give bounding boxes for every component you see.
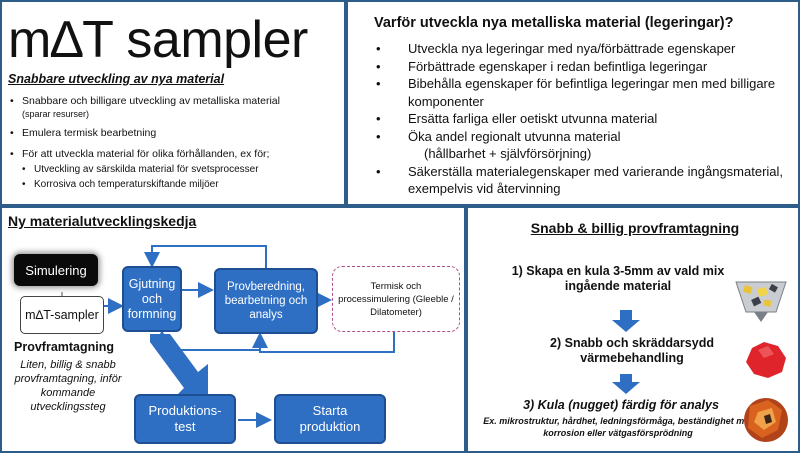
big-down-arrow [150, 334, 208, 398]
bullet-icon: • [376, 58, 381, 74]
sub-list-item-text: Utveckling av särskilda material för sve… [34, 164, 259, 175]
step-3: 3) Kula (nugget) färdig för analys [523, 398, 719, 412]
why-panel: Varför utveckla nya metalliska material … [346, 0, 800, 206]
powder-crucible-icon [735, 281, 787, 322]
produktionstest-box: Produktions-test [134, 394, 236, 444]
bullet-icon: • [376, 128, 381, 144]
intro-bullet-list: • Snabbare och billigare utveckling av m… [10, 95, 344, 191]
sub-list-item: • Korrosiva och temperaturskiftande milj… [10, 178, 344, 191]
bullet-icon: • [376, 111, 381, 126]
loop-termisk-prov [252, 332, 395, 353]
list-item-text: Utveckla nya legeringar med nya/förbättr… [408, 41, 736, 56]
chain-panel: Ny materialutvecklingskedja Simulering m… [0, 206, 466, 453]
step-3-note: Ex. mikrostruktur, hårdhet, ledningsförm… [483, 416, 753, 438]
prov-description: Liten, billig & snabb provframtagning, i… [14, 359, 122, 413]
termisk-box: Termisk och processimulering (Gleeble / … [332, 266, 460, 332]
list-item-continuation: (hållbarhet + självförsörjning) [424, 146, 592, 161]
loop-prov-gjutning [144, 245, 267, 268]
list-item-text: Ersätta farliga eller oetiskt utvunna ma… [408, 111, 658, 126]
list-item: • Snabbare och billigare utveckling av m… [10, 95, 344, 121]
list-item: • Utveckla nya legeringar med nya/förbät… [374, 40, 794, 58]
list-item: • Ersätta farliga eller oetiskt utvunna … [374, 110, 794, 128]
list-item-text: Öka andel regionalt utvunna material [408, 128, 621, 144]
list-item-text: Snabbare och billigare utveckling av met… [22, 95, 280, 107]
bullet-icon: • [10, 95, 14, 107]
intro-panel: m∆T sampler Snabbare utveckling av nya m… [0, 0, 346, 206]
chain-title: Ny materialutvecklingskedja [8, 213, 197, 229]
bullet-icon: • [376, 163, 381, 179]
step-arrows [612, 281, 788, 442]
down-arrow-1 [612, 310, 640, 332]
gjutning-box: Gjutning och formning [122, 266, 182, 332]
list-item-text: För att utveckla material för olika förh… [22, 148, 270, 160]
list-item-text: Säkerställa materialegenskaper med varie… [408, 163, 784, 197]
bullet-icon: • [376, 41, 381, 56]
list-item: • Bibehålla egenskaper för befintliga le… [374, 75, 794, 110]
provberedning-box: Provberedning, bearbetning och analys [214, 268, 318, 334]
red-nugget-icon [746, 342, 786, 378]
intro-subtitle: Snabbare utveckling av nya material [8, 72, 225, 86]
bullet-icon: • [376, 76, 381, 91]
list-item: • För att utveckla material för olika fö… [10, 148, 344, 161]
list-item-text: Förbättrade egenskaper i redan befintlig… [408, 58, 708, 74]
list-item: • Öka andel regionalt utvunna material [374, 128, 794, 146]
step-1: 1) Skapa en kula 3-5mm av vald mix ingåe… [511, 264, 725, 293]
sampler-box: m∆T-sampler [20, 296, 104, 334]
sampling-panel: Snabb & billig provframtagning 1) Skapa … [466, 206, 800, 453]
flow-connectors [33, 245, 395, 428]
sub-list-item: • Utveckling av särskilda material för s… [10, 163, 344, 176]
bullet-icon: • [22, 164, 26, 175]
step-2: 2) Snabb och skräddarsydd värmebehandlin… [550, 336, 714, 365]
list-item: • Säkerställa materialegenskaper med var… [374, 163, 794, 198]
bullet-icon: • [10, 127, 14, 139]
list-item-text: Emulera termisk bearbetning [22, 127, 157, 139]
starta-box: Starta produktion [274, 394, 386, 444]
sectioned-nugget-icon [744, 398, 788, 442]
list-item: • Emulera termisk bearbetning [10, 127, 344, 140]
list-item-note: (sparar resurser) [22, 109, 90, 119]
down-arrow-2 [612, 374, 640, 394]
list-item: • Förbättrade egenskaper i redan befintl… [374, 58, 794, 76]
bullet-icon: • [10, 148, 14, 160]
simulering-box: Simulering [14, 254, 98, 286]
page-title: m∆T sampler [8, 11, 308, 69]
why-title: Varför utveckla nya metalliska material … [374, 15, 734, 31]
sampling-title: Snabb & billig provframtagning [530, 220, 740, 236]
why-bullet-list: • Utveckla nya legeringar med nya/förbät… [374, 40, 794, 198]
sub-list-item-text: Korrosiva och temperaturskiftande miljöe… [34, 179, 219, 190]
prov-label: Provframtagning [14, 340, 115, 354]
bullet-icon: • [22, 179, 26, 190]
list-item-text: Bibehålla egenskaper för befintliga lege… [408, 76, 776, 109]
